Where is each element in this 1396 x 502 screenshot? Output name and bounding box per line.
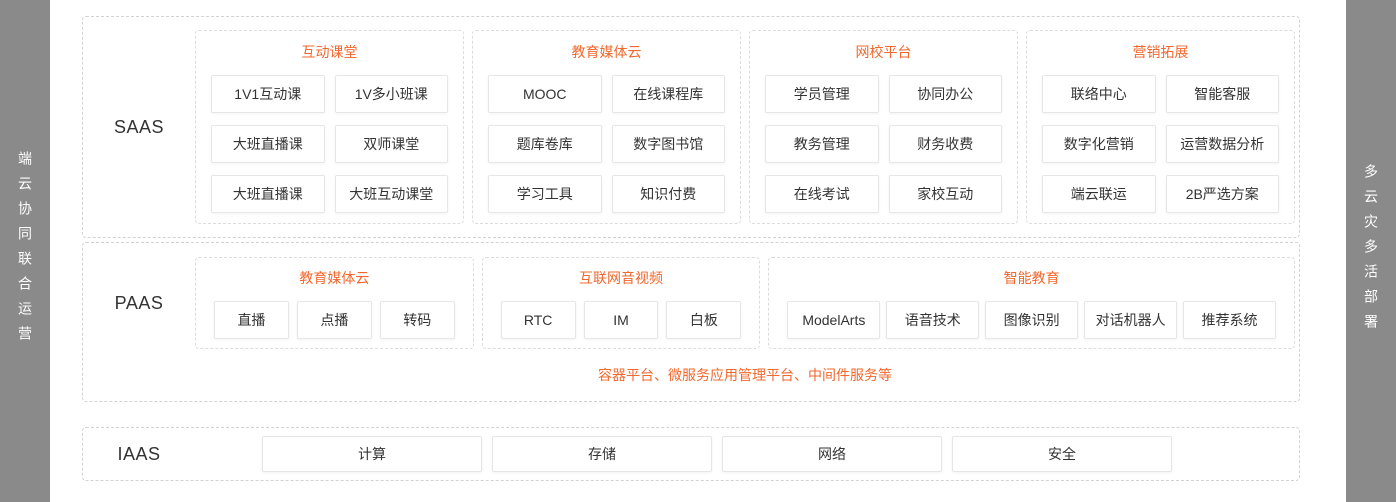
saas-card[interactable]: 大班直播课: [211, 175, 325, 213]
group-title: 教育媒体云: [571, 44, 642, 60]
card-row: ModelArts 语音技术 图像识别 对话机器人 推荐系统: [787, 301, 1276, 339]
paas-card[interactable]: ModelArts: [787, 301, 881, 339]
left-banner: 端云协同联合运营: [0, 0, 50, 502]
saas-card[interactable]: 财务收费: [888, 125, 1002, 163]
saas-group-interactive-classroom: 互动课堂 1V1互动课 1V多小班课 大班直播课 双师课堂 大班直播课 大班互动…: [195, 30, 464, 224]
iaas-card[interactable]: 存储: [492, 436, 712, 472]
group-title: 互联网音视频: [579, 270, 664, 286]
paas-card[interactable]: IM: [583, 301, 659, 339]
card-row: 直播 点播 转码: [214, 301, 455, 339]
saas-card[interactable]: 数字化营销: [1042, 125, 1156, 163]
saas-card[interactable]: 联络中心: [1042, 75, 1156, 113]
paas-group-intelligent-education: 智能教育 ModelArts 语音技术 图像识别 对话机器人 推荐系统: [768, 257, 1295, 349]
saas-card[interactable]: 知识付费: [611, 175, 725, 213]
saas-group-education-media-cloud: 教育媒体云 MOOC 在线课程库 题库卷库 数字图书馆 学习工具 知识付费: [472, 30, 741, 224]
paas-card[interactable]: 图像识别: [985, 301, 1079, 339]
saas-card[interactable]: 题库卷库: [488, 125, 602, 163]
saas-group-online-school-platform: 网校平台 学员管理 协同办公 教务管理 财务收费 在线考试 家校互动: [749, 30, 1018, 224]
saas-card[interactable]: 1V多小班课: [334, 75, 448, 113]
group-title: 智能教育: [1003, 270, 1060, 286]
card-grid: 学员管理 协同办公 教务管理 财务收费 在线考试 家校互动: [765, 75, 1002, 213]
saas-label: SAAS: [113, 116, 165, 137]
saas-card[interactable]: 家校互动: [888, 175, 1002, 213]
saas-card[interactable]: 双师课堂: [334, 125, 448, 163]
paas-card[interactable]: 转码: [379, 301, 455, 339]
paas-card[interactable]: 白板: [666, 301, 742, 339]
group-title: 营销拓展: [1132, 44, 1189, 60]
paas-group-education-media-cloud: 教育媒体云 直播 点播 转码: [195, 257, 474, 349]
saas-card[interactable]: 大班直播课: [211, 125, 325, 163]
saas-layer: SAAS 互动课堂 1V1互动课 1V多小班课 大班直播课 双师课堂 大班直播课…: [82, 16, 1300, 238]
paas-card[interactable]: 推荐系统: [1183, 301, 1276, 339]
iaas-card[interactable]: 计算: [262, 436, 482, 472]
group-title: 网校平台: [855, 44, 912, 60]
paas-layer: PAAS 教育媒体云 直播 点播 转码 互联网音视频 RTC: [82, 242, 1300, 402]
paas-card[interactable]: 对话机器人: [1084, 301, 1178, 339]
saas-card[interactable]: 学习工具: [488, 175, 602, 213]
card-grid: MOOC 在线课程库 题库卷库 数字图书馆 学习工具 知识付费: [488, 75, 725, 213]
saas-card[interactable]: 1V1互动课: [211, 75, 325, 113]
saas-card[interactable]: 在线课程库: [611, 75, 725, 113]
iaas-items: 计算 存储 网络 安全: [195, 436, 1299, 472]
paas-body: 教育媒体云 直播 点播 转码 互联网音视频 RTC IM 白板: [195, 243, 1299, 385]
iaas-card[interactable]: 网络: [722, 436, 942, 472]
saas-card[interactable]: 协同办公: [888, 75, 1002, 113]
iaas-layer: IAAS 计算 存储 网络 安全: [82, 427, 1300, 481]
card-row: RTC IM 白板: [500, 301, 742, 339]
iaas-card[interactable]: 安全: [952, 436, 1172, 472]
left-banner-text: 端云协同联合运营: [17, 151, 33, 351]
saas-groups: 互动课堂 1V1互动课 1V多小班课 大班直播课 双师课堂 大班直播课 大班互动…: [195, 30, 1299, 224]
paas-card[interactable]: RTC: [500, 301, 576, 339]
saas-card[interactable]: 在线考试: [765, 175, 879, 213]
saas-card[interactable]: 运营数据分析: [1165, 125, 1279, 163]
paas-card[interactable]: 点播: [296, 301, 372, 339]
paas-card[interactable]: 语音技术: [886, 301, 980, 339]
card-grid: 1V1互动课 1V多小班课 大班直播课 双师课堂 大班直播课 大班互动课堂: [211, 75, 448, 213]
paas-groups: 教育媒体云 直播 点播 转码 互联网音视频 RTC IM 白板: [195, 257, 1295, 349]
paas-label: PAAS: [114, 292, 164, 313]
paas-card[interactable]: 直播: [214, 301, 289, 339]
saas-card[interactable]: 端云联运: [1042, 175, 1156, 213]
right-banner-text: 多云灾多活部署: [1363, 163, 1379, 339]
saas-card[interactable]: 2B严选方案: [1165, 175, 1279, 213]
right-banner: 多云灾多活部署: [1346, 0, 1396, 502]
saas-card[interactable]: 数字图书馆: [611, 125, 725, 163]
paas-footnote: 容器平台、微服务应用管理平台、中间件服务等: [598, 367, 892, 383]
saas-card[interactable]: 智能客服: [1165, 75, 1279, 113]
card-grid: 联络中心 智能客服 数字化营销 运营数据分析 端云联运 2B严选方案: [1042, 75, 1279, 213]
paas-group-internet-audio-video: 互联网音视频 RTC IM 白板: [481, 257, 761, 349]
saas-card[interactable]: 大班互动课堂: [334, 175, 448, 213]
group-title: 教育媒体云: [299, 270, 370, 286]
iaas-label: IAAS: [117, 443, 161, 464]
saas-card[interactable]: MOOC: [488, 75, 602, 113]
diagram-content: SAAS 互动课堂 1V1互动课 1V多小班课 大班直播课 双师课堂 大班直播课…: [50, 0, 1346, 502]
group-title: 互动课堂: [301, 44, 358, 60]
saas-card[interactable]: 学员管理: [765, 75, 879, 113]
saas-group-marketing-expansion: 营销拓展 联络中心 智能客服 数字化营销 运营数据分析 端云联运 2B严选方案: [1026, 30, 1295, 224]
saas-card[interactable]: 教务管理: [765, 125, 879, 163]
